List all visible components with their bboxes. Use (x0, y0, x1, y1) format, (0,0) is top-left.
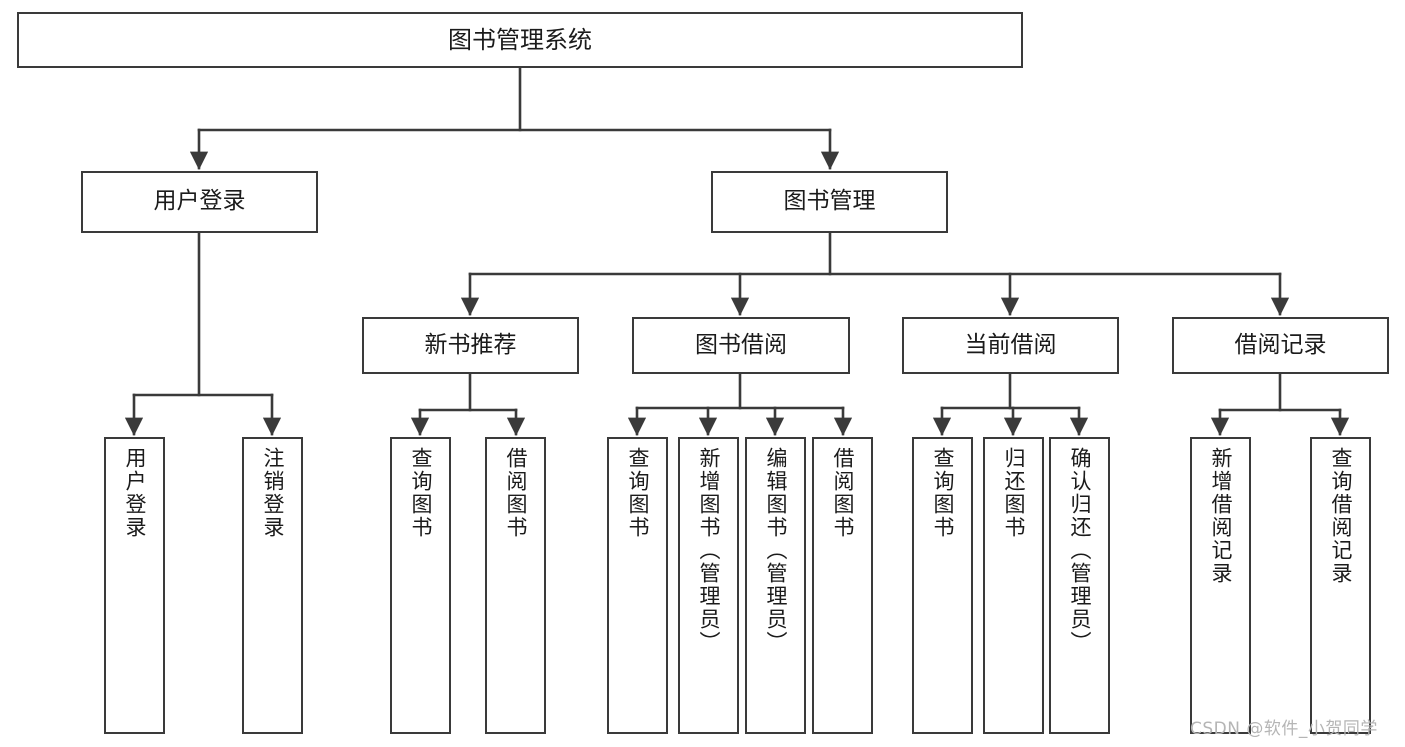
leaf-add-book-admin[interactable]: 新增图书（管理员） (678, 437, 739, 734)
node-borrow-records-label: 借阅记录 (1234, 331, 1327, 358)
leaf-query-books-newbook-label: 查询图书 (409, 447, 433, 539)
leaf-edit-book-admin[interactable]: 编辑图书（管理员） (745, 437, 806, 734)
node-book-borrowing[interactable]: 图书借阅 (632, 317, 850, 374)
leaf-query-books-newbook[interactable]: 查询图书 (390, 437, 451, 734)
leaf-query-books-borrowing[interactable]: 查询图书 (607, 437, 668, 734)
node-borrow-records[interactable]: 借阅记录 (1172, 317, 1389, 374)
leaf-borrow-books-borrowing-label: 借阅图书 (831, 447, 855, 539)
node-book-borrowing-label: 图书借阅 (695, 331, 787, 358)
node-current-borrowing-label: 当前借阅 (964, 331, 1057, 358)
leaf-borrow-books-borrowing[interactable]: 借阅图书 (812, 437, 873, 734)
node-current-borrowing[interactable]: 当前借阅 (902, 317, 1119, 374)
leaf-user-login-label: 用户登录 (123, 447, 147, 539)
node-user-login-label: 用户登录 (153, 188, 246, 215)
leaf-borrow-books-newbook-label: 借阅图书 (504, 447, 528, 539)
leaf-user-logout-label: 注销登录 (261, 447, 285, 539)
node-root-label: 图书管理系统 (448, 25, 592, 54)
leaf-query-books-current[interactable]: 查询图书 (912, 437, 973, 734)
leaf-edit-book-admin-label: 编辑图书（管理员） (764, 447, 788, 654)
leaf-add-borrow-record[interactable]: 新增借阅记录 (1190, 437, 1251, 734)
leaf-confirm-return-admin[interactable]: 确认归还（管理员） (1049, 437, 1110, 734)
node-user-login[interactable]: 用户登录 (81, 171, 318, 233)
node-book-management-label: 图书管理 (783, 188, 876, 215)
node-book-management[interactable]: 图书管理 (711, 171, 948, 233)
leaf-return-books[interactable]: 归还图书 (983, 437, 1044, 734)
leaf-user-login[interactable]: 用户登录 (104, 437, 165, 734)
node-new-book-recommendation[interactable]: 新书推荐 (362, 317, 579, 374)
leaf-query-books-current-label: 查询图书 (931, 447, 955, 539)
leaf-add-borrow-record-label: 新增借阅记录 (1209, 447, 1233, 585)
leaf-return-books-label: 归还图书 (1002, 447, 1026, 539)
leaf-borrow-books-newbook[interactable]: 借阅图书 (485, 437, 546, 734)
leaf-query-books-borrowing-label: 查询图书 (626, 447, 650, 539)
leaf-confirm-return-admin-label: 确认归还（管理员） (1068, 447, 1092, 654)
leaf-query-borrow-record[interactable]: 查询借阅记录 (1310, 437, 1371, 734)
node-root[interactable]: 图书管理系统 (17, 12, 1023, 68)
leaf-add-book-admin-label: 新增图书（管理员） (697, 447, 721, 654)
leaf-query-borrow-record-label: 查询借阅记录 (1329, 447, 1353, 585)
watermark: CSDN @软件_小贺同学 (1190, 719, 1378, 739)
node-new-book-recommendation-label: 新书推荐 (424, 331, 517, 358)
leaf-user-logout[interactable]: 注销登录 (242, 437, 303, 734)
